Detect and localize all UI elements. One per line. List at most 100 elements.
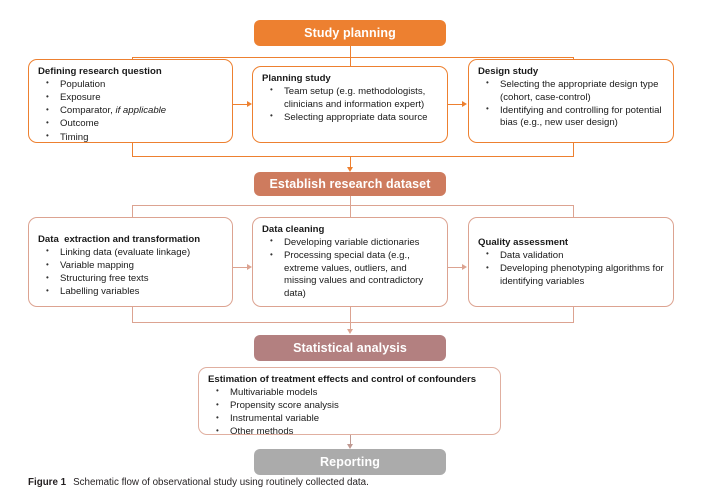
bullet-text: Timing — [60, 131, 89, 143]
list-item: Data validation — [478, 249, 665, 263]
bullet-text: Comparator, — [60, 105, 116, 117]
stage-bar-statistical-analysis: Statistical analysis — [254, 335, 446, 361]
connector-erd-drop-mid — [350, 205, 351, 217]
box-planning-study-title: Planning study — [262, 73, 331, 84]
box-quality-assessment-title: Quality assessment — [478, 237, 569, 248]
stage-bar-study-planning: Study planning — [254, 20, 446, 46]
bullet-text: Population — [60, 78, 106, 90]
stage-bar-establish-dataset-label: Establish research dataset — [269, 177, 431, 191]
connector-erd-drop-right — [573, 205, 574, 217]
list-item: Selecting the appropriate design type (c… — [478, 78, 665, 104]
list-item: Identifying and controlling for potentia… — [478, 104, 665, 130]
arrow-down-icon — [346, 444, 353, 449]
list-item: Processing special data (e.g., extreme v… — [262, 250, 439, 301]
figure-caption-text: Schematic flow of observational study us… — [73, 477, 369, 488]
bullet-text: Processing special data (e.g., extreme v… — [284, 250, 424, 300]
connector-r2out-stem — [350, 307, 351, 332]
box-data-extraction-title: Data extraction and transformation — [38, 234, 201, 245]
box-quality-assessment: Quality assessment Data validation Devel… — [468, 217, 674, 307]
connector-r1out-right — [573, 143, 574, 157]
arrow-right-icon — [247, 100, 252, 107]
bullet-text: Labelling variables — [60, 286, 140, 298]
bullet-text: Developing variable dictionaries — [284, 236, 420, 248]
box-design-study-bullets: Selecting the appropriate design type (c… — [478, 78, 665, 130]
figure-caption: Figure 1 Schematic flow of observational … — [28, 477, 369, 488]
bullet-text: Outcome — [60, 118, 99, 130]
list-item: Outcome — [38, 118, 224, 131]
connector-r3out-stem — [350, 435, 351, 447]
connector-r1out-left — [132, 143, 133, 157]
box-planning-study: Planning study Team setup (e.g. methodol… — [252, 66, 448, 143]
list-item: Linking data (evaluate linkage) — [38, 246, 224, 260]
box-quality-assessment-bullets: Data validation Developing phenotyping a… — [478, 249, 665, 288]
arrow-right-icon — [247, 263, 252, 270]
connector-erd-bus — [132, 205, 573, 206]
connector-sp-bus — [132, 57, 573, 58]
list-item: Labelling variables — [38, 286, 224, 299]
connector-sp-drop-mid — [350, 57, 351, 66]
arrow-down-icon — [346, 167, 353, 172]
list-item: Comparator, if applicable — [38, 105, 224, 118]
connector-r2out-bus — [132, 322, 573, 323]
connector-r2-b — [448, 267, 464, 268]
connector-r1out-stem — [350, 156, 351, 170]
figure-caption-label: Figure 1 — [28, 477, 67, 488]
connector-r2out-right — [573, 307, 574, 323]
stage-bar-reporting: Reporting — [254, 449, 446, 475]
connector-r1-a — [233, 104, 249, 105]
connector-r2out-left — [132, 307, 133, 323]
list-item: Team setup (e.g. methodologists, clinici… — [262, 85, 439, 111]
box-data-cleaning-bullets: Developing variable dictionaries Process… — [262, 236, 439, 301]
list-item: Other methods — [208, 426, 492, 439]
box-data-cleaning: Data cleaning Developing variable dictio… — [252, 217, 448, 307]
bullet-text: Selecting appropriate data source — [284, 111, 428, 123]
stage-bar-establish-dataset: Establish research dataset — [254, 172, 446, 196]
arrow-down-icon — [346, 329, 353, 334]
bullet-text: Exposure — [60, 92, 101, 104]
box-data-extraction: Data extraction and transformation Linki… — [28, 217, 233, 307]
list-item: Instrumental variable — [208, 413, 492, 426]
connector-sp-stem — [350, 46, 351, 58]
box-defining-research-question-bullets: Population Exposure Comparator, if appli… — [38, 78, 224, 145]
list-item: Developing phenotyping algorithms for id… — [478, 263, 665, 288]
connector-r2-a — [233, 267, 249, 268]
connector-r1-b — [448, 104, 464, 105]
box-data-extraction-bullets: Linking data (evaluate linkage) Variable… — [38, 246, 224, 299]
arrow-right-icon — [462, 100, 467, 107]
list-item: Exposure — [38, 92, 224, 105]
box-defining-research-question-title: Defining research question — [38, 66, 162, 77]
list-item: Propensity score analysis — [208, 400, 492, 413]
stage-bar-reporting-label: Reporting — [320, 455, 380, 469]
bullet-text: Identifying and controlling for potentia… — [500, 104, 662, 129]
bullet-text: Selecting the appropriate design type (c… — [500, 78, 659, 103]
box-design-study-title: Design study — [478, 66, 539, 77]
bullet-text: Other methods — [230, 426, 294, 438]
list-item: Population — [38, 78, 224, 92]
bullet-text: Variable mapping — [60, 260, 134, 272]
bullet-text: Team setup (e.g. methodologists, clinici… — [284, 85, 426, 110]
list-item: Multivariable models — [208, 386, 492, 400]
bullet-text: Linking data (evaluate linkage) — [60, 246, 191, 258]
list-item: Developing variable dictionaries — [262, 236, 439, 250]
bullet-text: Developing phenotyping algorithms for id… — [500, 263, 664, 287]
bullet-text: Structuring free texts — [60, 273, 149, 285]
bullet-text: Data validation — [500, 249, 564, 261]
box-estimation-title: Estimation of treatment effects and cont… — [208, 374, 477, 385]
connector-erd-drop-left — [132, 205, 133, 217]
connector-r1out-bus — [132, 156, 573, 157]
box-defining-research-question: Defining research question Population Ex… — [28, 59, 233, 143]
list-item: Timing — [38, 131, 224, 145]
stage-bar-statistical-analysis-label: Statistical analysis — [293, 341, 407, 355]
bullet-text: Multivariable models — [230, 386, 318, 398]
box-planning-study-bullets: Team setup (e.g. methodologists, clinici… — [262, 85, 439, 124]
box-data-cleaning-title: Data cleaning — [262, 224, 325, 235]
list-item: Structuring free texts — [38, 273, 224, 286]
box-design-study: Design study Selecting the appropriate d… — [468, 59, 674, 143]
bullet-text: Instrumental variable — [230, 413, 320, 425]
bullet-text-italic: if applicable — [115, 105, 167, 117]
arrow-right-icon — [462, 263, 467, 270]
box-estimation: Estimation of treatment effects and cont… — [198, 367, 501, 437]
box-estimation-bullets: Multivariable models Propensity score an… — [208, 386, 492, 439]
stage-bar-study-planning-label: Study planning — [304, 26, 396, 40]
